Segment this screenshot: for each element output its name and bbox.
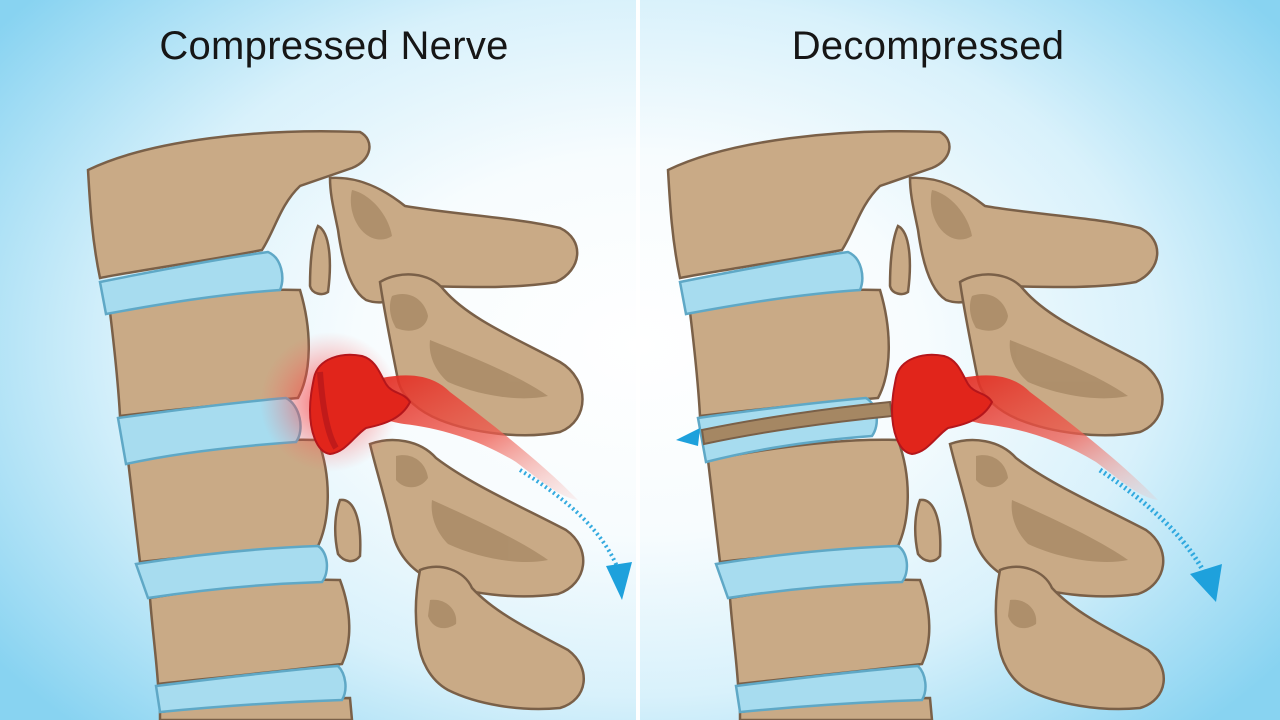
pedicle-1 bbox=[308, 224, 332, 296]
spinous-process-1 bbox=[328, 176, 579, 304]
vertebral-bodies bbox=[86, 130, 371, 720]
disc-3 bbox=[134, 544, 329, 600]
disc-1 bbox=[678, 250, 864, 316]
spinous-process-4 bbox=[994, 565, 1165, 711]
pedicle-1 bbox=[888, 224, 912, 296]
panel-title-compressed: Compressed Nerve bbox=[159, 24, 509, 68]
panel-divider bbox=[636, 0, 640, 720]
vertebral-bodies bbox=[666, 130, 951, 720]
disc-retraction-arrow bbox=[676, 428, 700, 446]
disc-3 bbox=[714, 544, 909, 600]
disc-4 bbox=[734, 664, 927, 714]
blue-curved-arrow bbox=[518, 468, 632, 600]
decompressed-panel: Decompressed bbox=[640, 0, 1276, 720]
vertebra-body-3 bbox=[706, 438, 909, 564]
spinous-process-4 bbox=[414, 565, 585, 711]
blue-curved-arrow bbox=[1098, 467, 1222, 602]
disc-4 bbox=[154, 664, 347, 714]
pedicle-3 bbox=[334, 498, 362, 563]
bone-shading bbox=[930, 190, 1128, 629]
panel-title-decompressed: Decompressed bbox=[791, 24, 1065, 68]
vertebra-body-1 bbox=[666, 130, 951, 280]
intervertebral-discs bbox=[98, 250, 347, 714]
nerve-root-compressed bbox=[308, 353, 412, 456]
pedicle-3 bbox=[914, 498, 942, 563]
nerve-root-decompressed bbox=[890, 353, 994, 456]
spinous-process-1 bbox=[908, 176, 1159, 304]
decompressed-spine-illustration bbox=[666, 130, 1222, 720]
compressed-nerve-panel: Compressed Nerve bbox=[0, 0, 636, 720]
vertebra-body-1 bbox=[86, 130, 371, 280]
bone-shading bbox=[350, 190, 548, 629]
compressed-spine-illustration bbox=[86, 130, 632, 720]
disc-1 bbox=[98, 250, 284, 316]
